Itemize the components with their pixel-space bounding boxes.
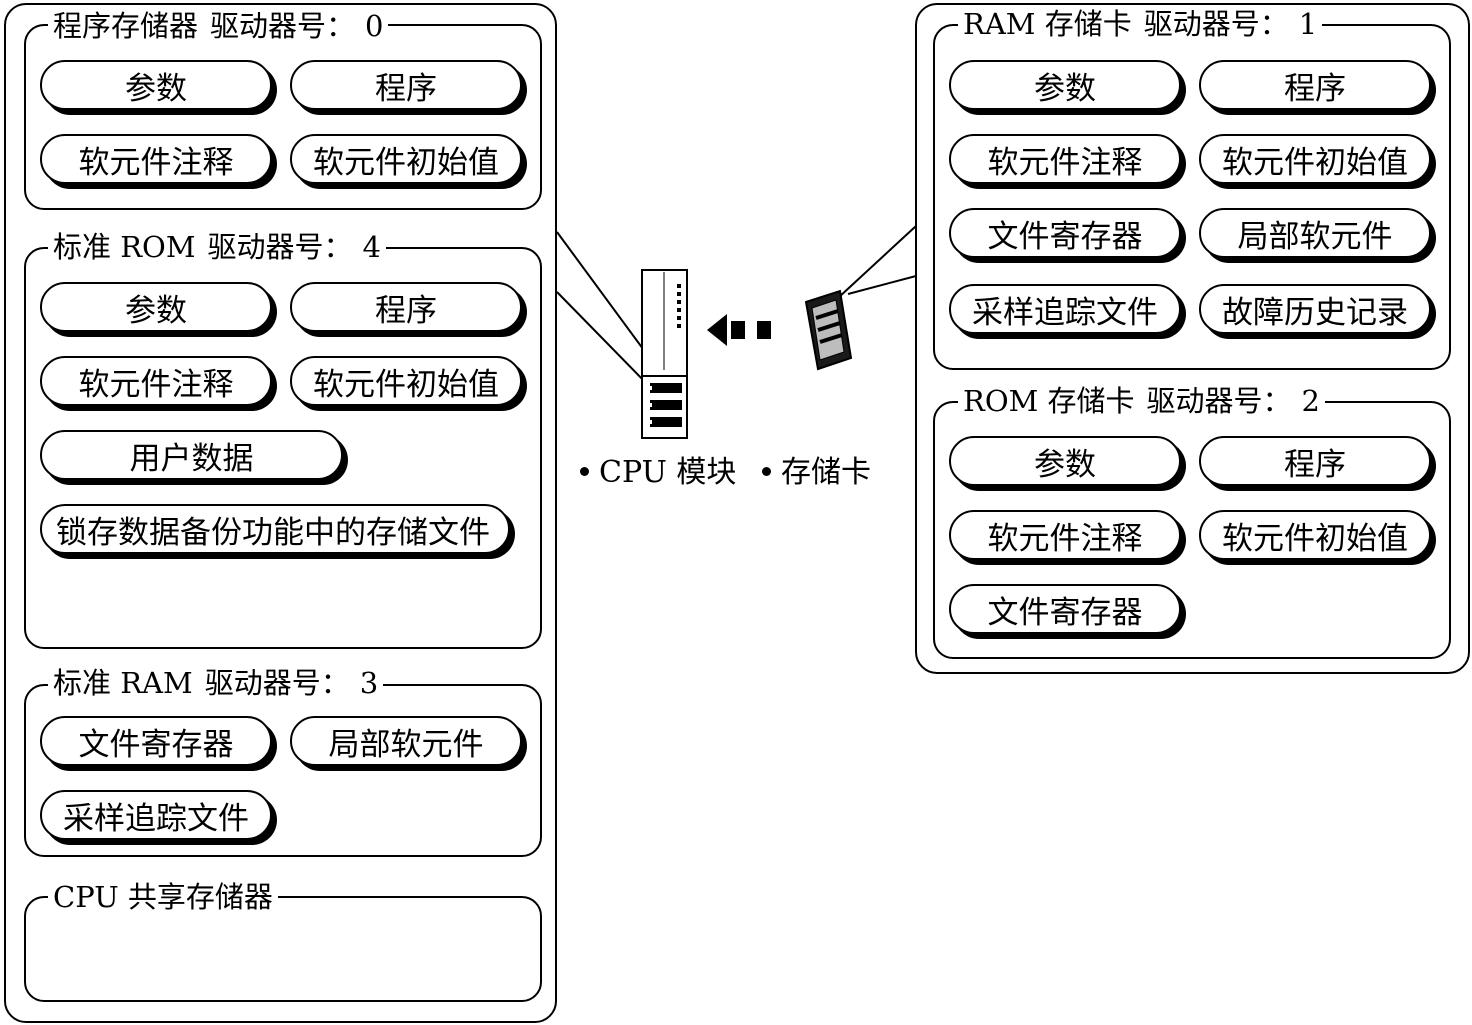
- program-memory-device-init-button[interactable]: 软元件初始值: [290, 134, 522, 184]
- ram-card-file-register-button[interactable]: 文件寄存器: [949, 208, 1181, 258]
- standard-ram-drive-no: 3: [359, 666, 379, 700]
- cpu-shared-memory-title: CPU 共享存储器: [48, 880, 278, 914]
- standard-rom-parameter-button[interactable]: 参数: [40, 282, 272, 332]
- cpu-memory-frame: [4, 3, 557, 1023]
- callout-line-card-bottom: [847, 275, 917, 295]
- rom-card-file-register-button[interactable]: 文件寄存器: [949, 584, 1181, 634]
- ram-card-device-comment-button[interactable]: 软元件注释: [949, 134, 1181, 184]
- standard-ram-name: 标准 RAM: [53, 666, 193, 700]
- standard-rom-program-button[interactable]: 程序: [290, 282, 522, 332]
- memory-card-icon: [804, 289, 853, 371]
- program-memory-parameter-button[interactable]: 参数: [40, 60, 272, 110]
- rom-card-program-button[interactable]: 程序: [1199, 436, 1431, 486]
- standard-rom-title: 标准 ROM 驱动器号： 4: [48, 230, 386, 264]
- rom-card-parameter-button[interactable]: 参数: [949, 436, 1181, 486]
- ram-card-drive-no: 1: [1298, 7, 1318, 41]
- program-memory-drive-label: 驱动器号：: [210, 9, 356, 43]
- standard-ram-file-register-button[interactable]: 文件寄存器: [40, 716, 272, 766]
- ram-card-local-device-button[interactable]: 局部软元件: [1199, 208, 1431, 258]
- ram-card-program-button[interactable]: 程序: [1199, 60, 1431, 110]
- rom-card-drive-no: 2: [1301, 384, 1320, 418]
- program-memory-program-button[interactable]: 程序: [290, 60, 522, 110]
- ram-card-sampling-trace-button[interactable]: 采样追踪文件: [949, 284, 1181, 334]
- standard-rom-latch-backup-button[interactable]: 锁存数据备份功能中的存储文件: [40, 504, 510, 554]
- ram-card-title: RAM 存储卡驱动器号： 1: [958, 7, 1323, 41]
- dashed-left-arrow-icon: [707, 314, 771, 346]
- standard-ram-sampling-trace-button[interactable]: 采样追踪文件: [40, 790, 272, 840]
- rom-card-name: ROM 存储卡: [963, 384, 1135, 418]
- standard-rom-user-data-button[interactable]: 用户数据: [40, 430, 343, 480]
- rom-card-device-init-button[interactable]: 软元件初始值: [1199, 510, 1431, 560]
- ram-card-name: RAM 存储卡: [963, 7, 1132, 41]
- memory-card-label: 存储卡: [762, 455, 871, 491]
- rom-card-drive-label: 驱动器号：: [1146, 384, 1292, 418]
- standard-rom-drive-label: 驱动器号：: [207, 230, 353, 264]
- cpu-module-label: CPU 模块: [580, 455, 736, 491]
- ram-card-error-history-button[interactable]: 故障历史记录: [1199, 284, 1431, 334]
- memory-card-label-text: 存储卡: [781, 455, 871, 490]
- rom-card-device-comment-button[interactable]: 软元件注释: [949, 510, 1181, 560]
- cpu-shared-memory-group: [24, 896, 542, 1002]
- rom-card-title: ROM 存储卡驱动器号： 2: [958, 384, 1325, 418]
- standard-rom-drive-no: 4: [362, 230, 381, 264]
- cpu-module-label-text: CPU 模块: [599, 455, 737, 490]
- program-memory-name: 程序存储器: [53, 9, 199, 43]
- standard-ram-drive-label: 驱动器号：: [204, 666, 350, 700]
- program-memory-title: 程序存储器驱动器号： 0: [48, 9, 389, 43]
- standard-rom-name: 标准 ROM: [53, 230, 196, 264]
- standard-ram-local-device-button[interactable]: 局部软元件: [290, 716, 522, 766]
- ram-card-drive-label: 驱动器号：: [1143, 7, 1289, 41]
- callout-line-cpu-bottom: [556, 291, 649, 386]
- standard-rom-device-init-button[interactable]: 软元件初始值: [290, 356, 522, 406]
- ram-card-device-init-button[interactable]: 软元件初始值: [1199, 134, 1431, 184]
- program-memory-device-comment-button[interactable]: 软元件注释: [40, 134, 272, 184]
- ram-card-parameter-button[interactable]: 参数: [949, 60, 1181, 110]
- program-memory-drive-no: 0: [365, 9, 384, 43]
- cpu-module-icon: [641, 269, 688, 439]
- callout-line-card-top: [837, 225, 917, 299]
- standard-rom-device-comment-button[interactable]: 软元件注释: [40, 356, 272, 406]
- bullet-icon: [762, 466, 771, 476]
- bullet-icon: [580, 466, 589, 476]
- standard-ram-title: 标准 RAM 驱动器号： 3: [48, 666, 384, 700]
- memory-card-frame: [915, 3, 1470, 674]
